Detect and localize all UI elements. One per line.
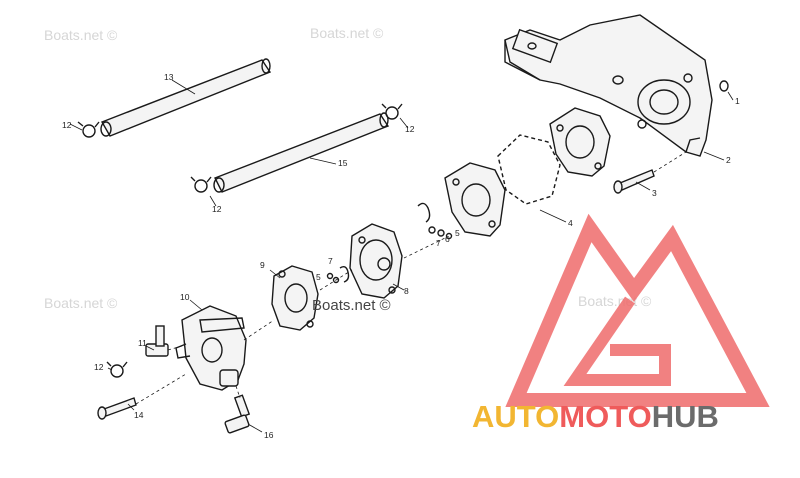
callout-12: 12 xyxy=(94,362,104,372)
clamp-12-d xyxy=(106,361,128,378)
callout-3: 3 xyxy=(652,188,657,198)
svg-text:AUTOMOTOHUB: AUTOMOTOHUB xyxy=(472,399,719,434)
gasket-4 xyxy=(444,107,611,237)
logo-text-auto: AUTO xyxy=(472,399,559,434)
clamp-12-c xyxy=(190,176,212,193)
clamp-12-b xyxy=(381,103,403,120)
logo-text-hub: HUB xyxy=(652,399,719,434)
watermark: Boats.net © xyxy=(578,293,652,309)
callout-11: 11 xyxy=(138,338,147,348)
tube-13 xyxy=(100,58,272,137)
leader-lines xyxy=(69,79,734,433)
callout-6: 6 xyxy=(445,234,450,244)
automotohub-logo: AUTOMOTOHUB xyxy=(472,213,770,434)
pump-housing-8 xyxy=(349,223,403,299)
washer-1 xyxy=(719,80,729,92)
callout-9: 9 xyxy=(260,260,265,270)
pump-body-10 xyxy=(175,305,247,391)
callout-12: 12 xyxy=(405,124,415,134)
elbow-16 xyxy=(224,394,251,434)
gasket-9 xyxy=(271,265,319,331)
callout-2: 2 xyxy=(726,155,731,165)
watermark: Boats.net © xyxy=(310,25,384,41)
watermark: Boats.net © xyxy=(44,27,118,43)
spring-clip xyxy=(417,202,453,240)
callout-1: 1 xyxy=(735,96,740,106)
callout-12: 12 xyxy=(212,204,222,214)
callout-16: 16 xyxy=(264,430,274,440)
clamp-12-a xyxy=(77,121,100,138)
callout-12: 12 xyxy=(62,120,72,130)
assembly-lines xyxy=(135,151,687,405)
watermark-overlay: Boats.net © xyxy=(312,297,391,314)
watermark: Boats.net © xyxy=(44,295,118,311)
callout-15: 15 xyxy=(338,158,348,168)
callout-4: 4 xyxy=(568,218,573,228)
small-parts-567 xyxy=(326,265,350,284)
elbow-fitting-11 xyxy=(145,325,169,357)
tube-15 xyxy=(213,112,390,193)
callout-8: 8 xyxy=(404,286,409,296)
callout-7: 7 xyxy=(436,238,441,248)
callout-5: 5 xyxy=(455,228,460,238)
screw-3 xyxy=(613,169,655,194)
logo-text-moto: MOTO xyxy=(559,399,651,434)
bracket-2 xyxy=(504,14,713,157)
callout-13: 13 xyxy=(164,72,174,82)
callout-14: 14 xyxy=(134,410,144,420)
callout-5: 5 xyxy=(316,272,321,282)
bolt-14 xyxy=(97,397,137,420)
callout-7: 7 xyxy=(328,256,333,266)
callouts: 13 12 12 12 15 1 2 3 4 5 6 7 7 5 8 9 10 … xyxy=(62,72,740,440)
callout-10: 10 xyxy=(180,292,190,302)
